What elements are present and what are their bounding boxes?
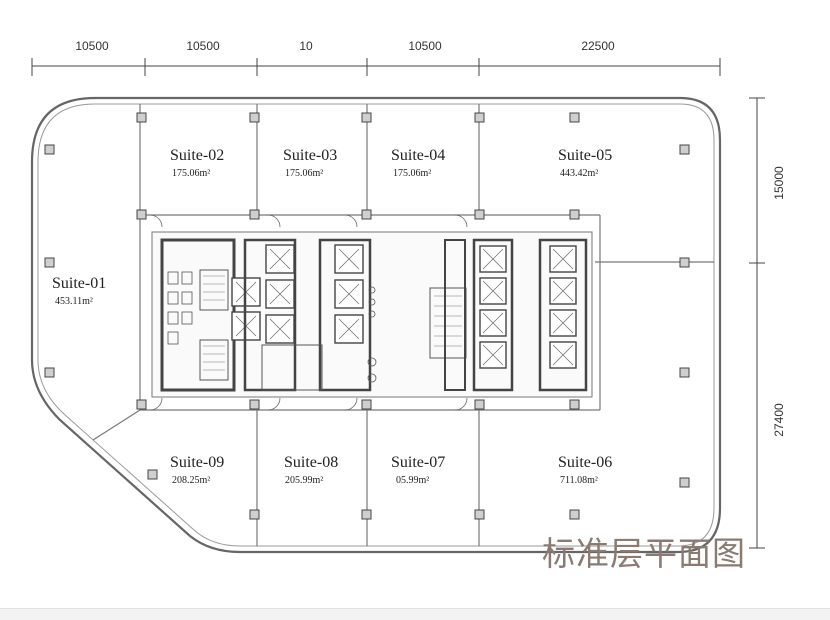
suite-07-area: 05.99m²	[396, 475, 429, 486]
suite-02-name: Suite-02	[170, 147, 224, 164]
suite-05-area: 443.42m²	[560, 168, 598, 179]
dim-top-5: 22500	[581, 39, 615, 53]
suite-07-name: Suite-07	[391, 454, 445, 471]
building-outline	[30, 96, 722, 554]
suite-06-area: 711.08m²	[560, 475, 598, 486]
suite-01-name: Suite-01	[52, 275, 106, 292]
dim-right-2: 27400	[772, 403, 786, 437]
dim-right-1: 15000	[772, 166, 786, 200]
suite-02-area: 175.06m²	[172, 168, 210, 179]
door-swings	[149, 214, 468, 411]
suite-03-name: Suite-03	[283, 147, 337, 164]
suite-01-area: 453.11m²	[55, 296, 93, 307]
suite-04-area: 175.06m²	[393, 168, 431, 179]
suite-06-name: Suite-06	[558, 454, 612, 471]
suite-09-name: Suite-09	[170, 454, 224, 471]
building-core	[151, 231, 593, 398]
suite-04-name: Suite-04	[391, 147, 445, 164]
structural-columns	[44, 112, 690, 520]
right-dimension-line	[749, 97, 765, 549]
suite-09-area: 208.25m²	[172, 475, 210, 486]
dim-top-4: 10500	[408, 39, 442, 53]
dim-top-2: 10500	[186, 39, 220, 53]
dim-top-1: 10500	[75, 39, 109, 53]
floor-plan-title: 标准层平面图	[542, 534, 746, 573]
dim-top-3: 10	[299, 39, 313, 53]
suite-08-name: Suite-08	[284, 454, 338, 471]
building-inner-outline	[37, 103, 715, 547]
top-dimension-line	[31, 58, 721, 76]
suite-03-area: 175.06m²	[285, 168, 323, 179]
footer-bar	[0, 608, 830, 620]
suite-05-name: Suite-05	[558, 147, 612, 164]
suite-08-area: 205.99m²	[285, 475, 323, 486]
